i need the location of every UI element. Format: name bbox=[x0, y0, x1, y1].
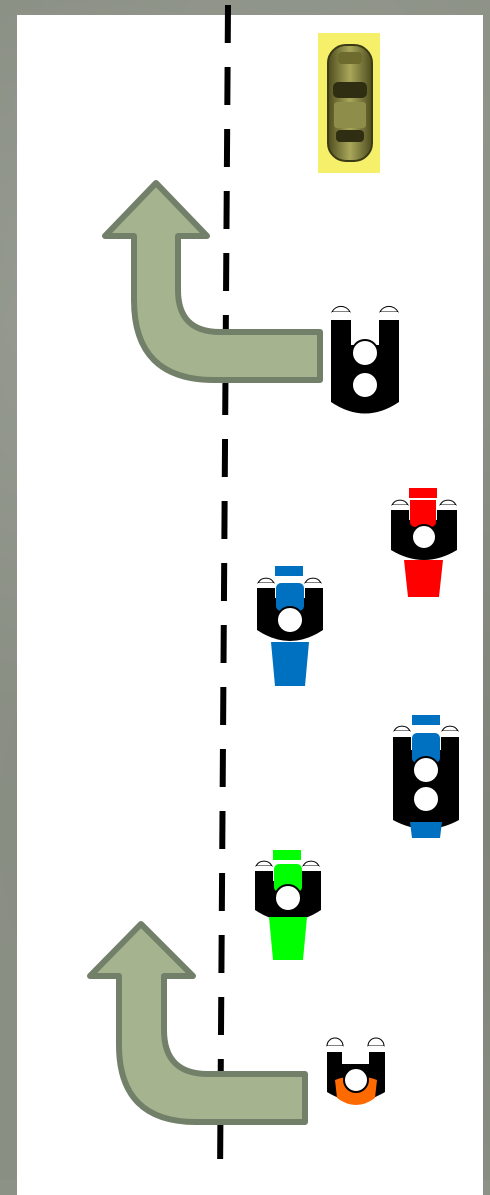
green-rider bbox=[255, 850, 321, 960]
red-rider bbox=[391, 488, 457, 597]
orange-rider bbox=[327, 1038, 385, 1105]
blue-rider-right bbox=[393, 715, 459, 838]
blue-rider-left bbox=[257, 566, 323, 686]
black-rider-large bbox=[331, 306, 399, 413]
car bbox=[318, 33, 380, 173]
lane-divider bbox=[220, 5, 228, 1180]
upper-left-turn-arrow bbox=[105, 183, 320, 380]
